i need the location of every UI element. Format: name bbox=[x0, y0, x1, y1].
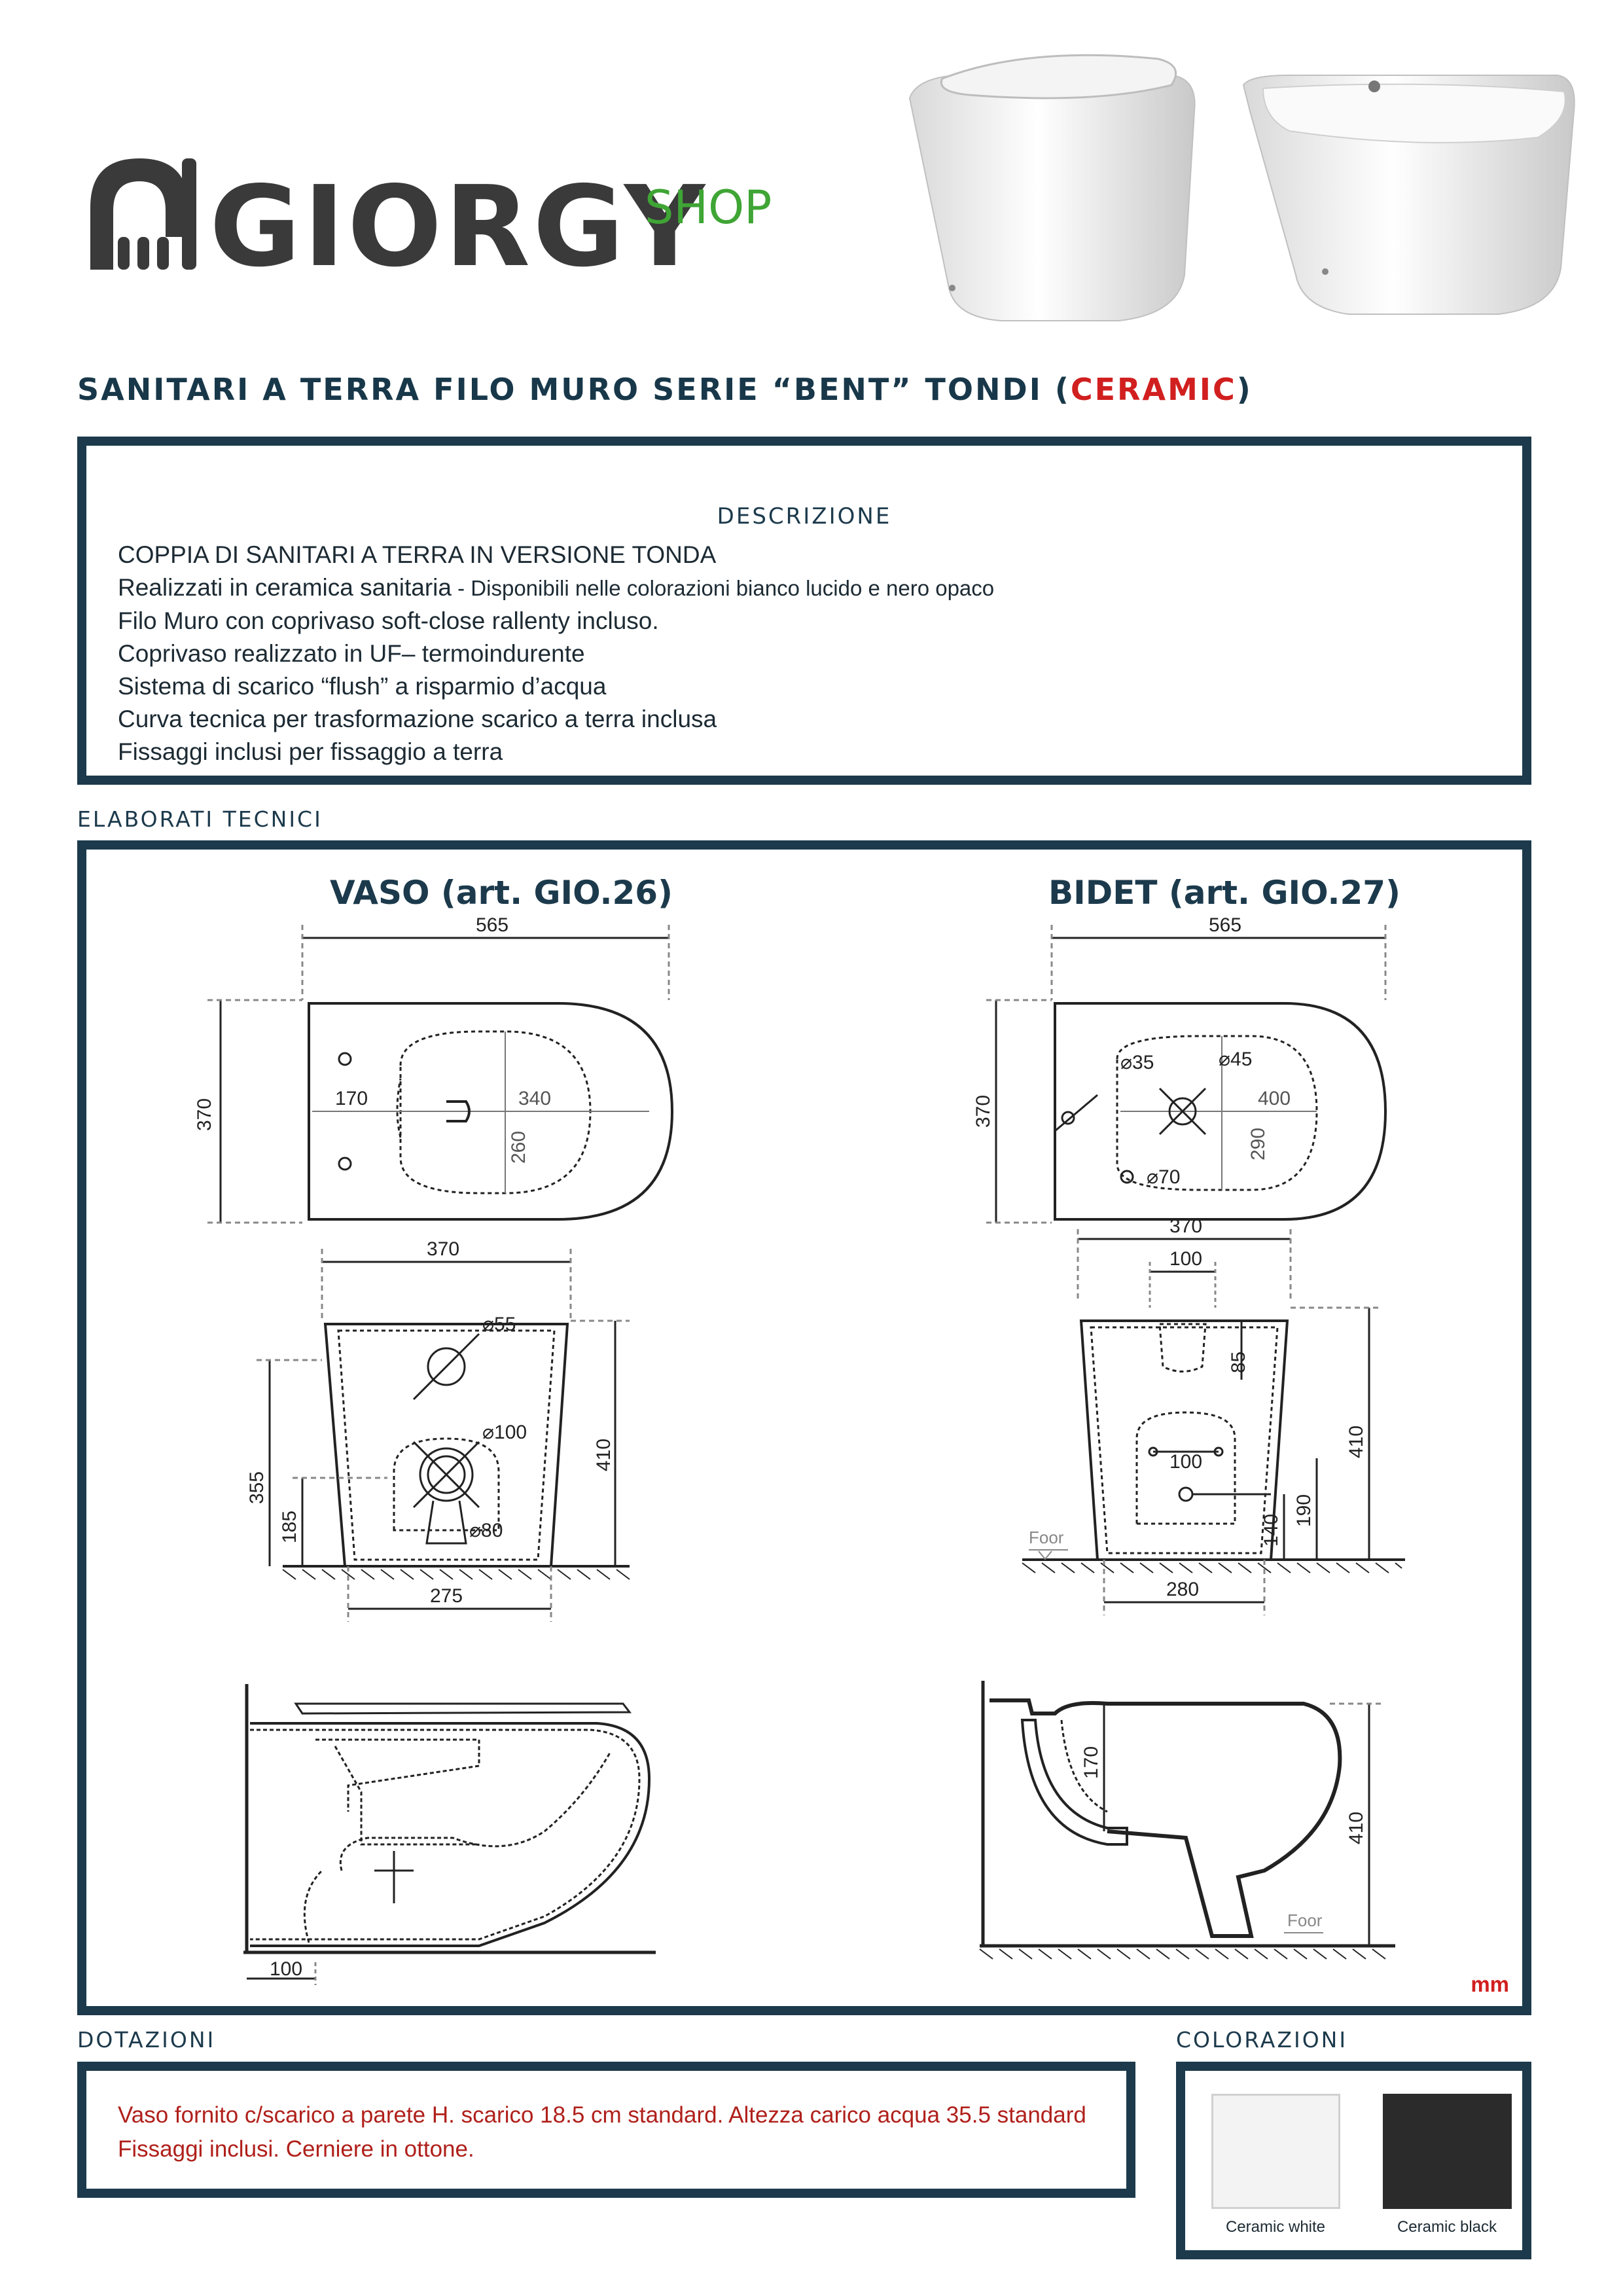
bidet-height-85: 85 bbox=[1228, 1352, 1249, 1373]
vaso-height-185: 185 bbox=[279, 1511, 300, 1543]
swatch-ceramic-black[interactable] bbox=[1383, 2094, 1512, 2209]
vaso-base-275: 275 bbox=[430, 1585, 463, 1607]
description-line: Fissaggi inclusi per fissaggio a terra bbox=[118, 738, 503, 765]
bidet-width-100-top: 100 bbox=[1169, 1248, 1202, 1270]
bidet-diameter-35: ⌀35 bbox=[1120, 1052, 1154, 1073]
vaso-diameter-100: ⌀100 bbox=[482, 1422, 527, 1443]
description-list: COPPIA DI SANITARI A TERRA IN VERSIONE T… bbox=[118, 539, 994, 768]
product-photo bbox=[908, 54, 1575, 321]
vaso-hole-offset: 170 bbox=[335, 1088, 368, 1109]
dotazioni-line: Fissaggi inclusi. Cerniere in ottone. bbox=[118, 2136, 474, 2162]
bidet-diameter-45: ⌀45 bbox=[1219, 1049, 1252, 1070]
bidet-height-410: 410 bbox=[1346, 1426, 1367, 1458]
swatch-black-label: Ceramic black bbox=[1397, 2218, 1497, 2236]
vaso-bowl-width: 260 bbox=[508, 1131, 529, 1164]
vaso-diameter-55: ⌀55 bbox=[482, 1314, 516, 1335]
bidet-base-280: 280 bbox=[1166, 1579, 1199, 1600]
description-line: Sistema di scarico “flush” a risparmio d… bbox=[118, 673, 607, 700]
bidet-front-width: 370 bbox=[1169, 1215, 1202, 1237]
bidet-top-depth: 370 bbox=[972, 1095, 994, 1128]
description-title: DESCRIZIONE bbox=[717, 503, 892, 529]
vaso-front-view: 370 ⌀55 ⌀100 ⌀80 355 185 410 bbox=[246, 1238, 630, 1622]
giorgy-logo-icon bbox=[90, 158, 196, 270]
vaso-front-width: 370 bbox=[427, 1238, 459, 1260]
vaso-title: VASO (art. GIO.26) bbox=[330, 874, 673, 912]
vaso-bowl-length: 340 bbox=[518, 1088, 551, 1109]
unit-label: mm bbox=[1471, 1972, 1509, 1996]
vaso-diameter-80: ⌀80 bbox=[469, 1520, 503, 1541]
description-line: Coprivaso realizzato in UF– termoinduren… bbox=[118, 640, 585, 667]
description-line: Curva tecnica per trasformazione scarico… bbox=[118, 706, 717, 732]
colorazioni-box: Ceramic white Ceramic black bbox=[1176, 2062, 1531, 2259]
bidet-title: BIDET (art. GIO.27) bbox=[1048, 874, 1400, 912]
bidet-height-140: 140 bbox=[1260, 1514, 1282, 1547]
bidet-top-view: 565 370 ⌀35 ⌀45 ⌀70 400 290 bbox=[972, 914, 1387, 1224]
dotazioni-text: Vaso fornito c/scarico a parete H. scari… bbox=[118, 2098, 1086, 2166]
vaso-top-view: 565 370 170 340 260 bbox=[194, 914, 674, 1224]
dotazioni-line: Vaso fornito c/scarico a parete H. scari… bbox=[118, 2102, 1086, 2128]
bidet-side-170: 170 bbox=[1080, 1746, 1102, 1779]
technical-drawing: 565 370 170 340 260 370 ⌀55 bbox=[194, 914, 1405, 1985]
description-line: COPPIA DI SANITARI A TERRA IN VERSIONE T… bbox=[118, 541, 717, 568]
vaso-height-410: 410 bbox=[593, 1439, 615, 1471]
bidet-front-view: 370 100 85 100 Foor 410 bbox=[1022, 1215, 1405, 1615]
title-highlight: CERAMIC bbox=[1070, 372, 1237, 407]
swatch-white-label: Ceramic white bbox=[1225, 2218, 1326, 2236]
bidet-top-width: 565 bbox=[1209, 914, 1241, 936]
vaso-height-355: 355 bbox=[246, 1471, 268, 1504]
bidet-height-190: 190 bbox=[1293, 1494, 1315, 1527]
logo-wordmark: GIORGY bbox=[209, 162, 708, 292]
vaso-side-100: 100 bbox=[270, 1958, 302, 1980]
bidet-side-section: 170 410 Foor bbox=[979, 1681, 1395, 1960]
bidet-side-410: 410 bbox=[1346, 1812, 1367, 1844]
page-title: SANITARI A TERRA FILO MURO SERIE “BENT” … bbox=[77, 372, 1253, 407]
logo-shop-text: SHOP bbox=[645, 181, 772, 234]
bidet-width-100-mid: 100 bbox=[1169, 1451, 1202, 1473]
swatch-ceramic-white[interactable] bbox=[1211, 2094, 1340, 2209]
description-box: DESCRIZIONE COPPIA DI SANITARI A TERRA I… bbox=[77, 437, 1531, 785]
colorazioni-label: COLORAZIONI bbox=[1176, 2027, 1348, 2053]
bidet-floor-label: Foor bbox=[1029, 1528, 1064, 1547]
vaso-top-width: 565 bbox=[476, 914, 508, 936]
bidet-side-floor-label: Foor bbox=[1287, 1910, 1323, 1930]
vaso-side-section: 100 bbox=[243, 1684, 656, 1985]
bidet-bowl-width: 290 bbox=[1247, 1128, 1269, 1160]
technical-drawings-box: VASO (art. GIO.26) BIDET (art. GIO.27) 5… bbox=[77, 840, 1531, 2015]
bidet-bowl-length: 400 bbox=[1258, 1088, 1291, 1109]
bidet-diameter-70: ⌀70 bbox=[1147, 1166, 1180, 1188]
dotazioni-box: Vaso fornito c/scarico a parete H. scari… bbox=[77, 2062, 1135, 2198]
dotazioni-label: DOTAZIONI bbox=[77, 2027, 216, 2053]
description-line: Filo Muro con coprivaso soft-close ralle… bbox=[118, 607, 659, 634]
vaso-top-depth: 370 bbox=[194, 1098, 215, 1131]
description-line: Realizzati in ceramica sanitaria - Dispo… bbox=[118, 574, 995, 601]
technical-drawings-label: ELABORATI TECNICI bbox=[77, 806, 323, 832]
